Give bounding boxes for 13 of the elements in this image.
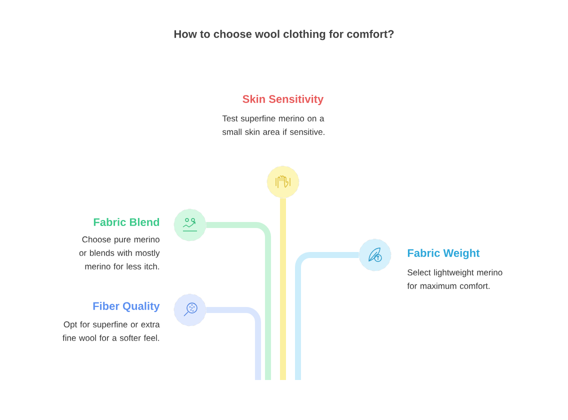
description: Choose pure merino or blends with mostly merino for less itch.: [79, 236, 160, 270]
connector-tube: [280, 198, 286, 380]
connector-tube: [206, 307, 261, 380]
heading: Skin Sensitivity: [242, 94, 324, 106]
title: How to choose wool clothing for comfort?: [174, 30, 394, 40]
description: Test superfine merino on a small skin area if sensitive.: [222, 115, 324, 135]
description: Select lightweight merino for maximum comfort.: [407, 269, 502, 289]
connector-tube: [206, 222, 271, 380]
heading: Fabric Weight: [408, 248, 480, 260]
heading: Fabric Blend: [94, 218, 160, 226]
heading: Fiber Quality: [93, 302, 160, 312]
description: Opt for superfine or extra fine wool for a softer feel.: [62, 321, 160, 341]
connector-tube: [295, 252, 359, 380]
